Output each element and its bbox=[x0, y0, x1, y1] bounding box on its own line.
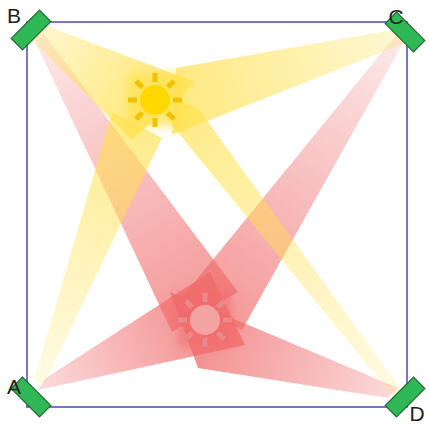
corner-label: C bbox=[388, 6, 403, 27]
corner-label: D bbox=[409, 403, 424, 424]
corner-label: A bbox=[7, 376, 21, 397]
room-outline bbox=[27, 22, 407, 407]
corner-label: B bbox=[7, 5, 21, 26]
red-light bbox=[178, 293, 232, 347]
yellow-beams bbox=[27, 23, 405, 399]
sensor-plates bbox=[11, 10, 425, 417]
yellow-light bbox=[128, 73, 182, 127]
